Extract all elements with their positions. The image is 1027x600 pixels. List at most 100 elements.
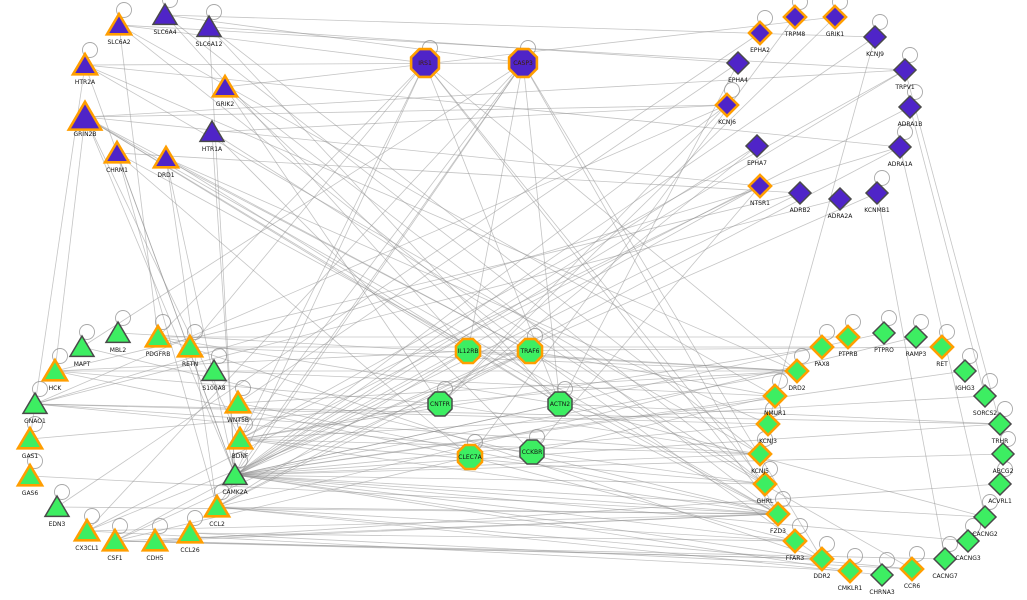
edge xyxy=(208,26,561,405)
node-label: CACNG3 xyxy=(955,555,981,562)
edge xyxy=(154,483,1001,542)
self-loop xyxy=(52,348,68,364)
node-adra2a[interactable] xyxy=(827,186,853,212)
self-loop xyxy=(942,536,958,552)
node-ptpro[interactable] xyxy=(871,320,897,346)
node-cdh5[interactable] xyxy=(140,527,170,552)
node-epha7[interactable] xyxy=(744,133,770,159)
edge xyxy=(234,423,769,476)
node-grik2[interactable] xyxy=(210,73,240,98)
node-gas6[interactable] xyxy=(15,462,45,487)
node-cacng2[interactable] xyxy=(972,504,998,530)
node-ffar3[interactable] xyxy=(782,528,808,554)
node-kcnj9[interactable] xyxy=(862,24,888,50)
node-kcnmb1[interactable] xyxy=(864,180,890,206)
node-csf1[interactable] xyxy=(100,527,130,552)
node-ddr2[interactable] xyxy=(809,546,835,572)
edge xyxy=(213,370,776,397)
node-drd1[interactable] xyxy=(151,144,181,169)
node-sorcs2[interactable] xyxy=(972,383,998,409)
node-slc6a12[interactable] xyxy=(195,14,223,38)
edge xyxy=(86,106,911,532)
node-pax8[interactable] xyxy=(809,334,835,360)
node-ghrl[interactable] xyxy=(752,471,778,497)
node-irs1[interactable] xyxy=(409,47,441,79)
node-ramp3[interactable] xyxy=(903,324,929,350)
node-casp3[interactable] xyxy=(507,47,539,79)
node-trpm8[interactable] xyxy=(782,4,808,30)
node-s100a8[interactable] xyxy=(200,358,228,382)
node-trhr[interactable] xyxy=(987,411,1013,437)
self-loop xyxy=(84,508,100,524)
node-acvrl1[interactable] xyxy=(987,471,1013,497)
edge xyxy=(234,474,796,542)
node-fzd3[interactable] xyxy=(765,501,791,527)
self-loop xyxy=(902,47,918,63)
node-pdgfrb[interactable] xyxy=(143,323,173,348)
node-traf6[interactable] xyxy=(516,337,544,365)
node-grik1[interactable] xyxy=(822,4,848,30)
node-epha4[interactable] xyxy=(725,50,751,76)
edge xyxy=(211,131,766,485)
node-kcnj6[interactable] xyxy=(714,92,740,118)
node-wnt5b[interactable] xyxy=(223,389,253,414)
node-htr1a[interactable] xyxy=(198,119,226,143)
edge xyxy=(114,540,946,560)
node-ccl26[interactable] xyxy=(175,519,205,544)
node-epha2[interactable] xyxy=(747,20,773,46)
node-grin2b[interactable] xyxy=(66,99,104,131)
self-loop xyxy=(897,124,913,140)
node-label: SORCS2 xyxy=(973,410,997,417)
node-mapt[interactable] xyxy=(68,334,96,358)
node-label: EDN3 xyxy=(49,521,66,528)
self-loop xyxy=(82,42,98,58)
node-cx3cl1[interactable] xyxy=(72,517,102,542)
node-slc6a2[interactable] xyxy=(104,11,134,36)
node-adrb2[interactable] xyxy=(787,180,813,206)
node-mbl2[interactable] xyxy=(104,320,132,344)
node-chrna3[interactable] xyxy=(869,562,895,588)
node-label: DRD2 xyxy=(788,385,805,392)
self-loop xyxy=(152,518,168,534)
node-trpv1[interactable] xyxy=(892,57,918,83)
node-htr2a[interactable] xyxy=(70,51,100,76)
node-label: GAS1 xyxy=(22,453,39,460)
node-ighg3[interactable] xyxy=(952,358,978,384)
node-label: CDH5 xyxy=(146,555,163,562)
node-cmklr1[interactable] xyxy=(837,558,863,584)
node-gas1[interactable] xyxy=(15,425,45,450)
node-ntsr1[interactable] xyxy=(747,173,773,199)
node-camk2a[interactable] xyxy=(221,462,249,486)
node-clec7a[interactable] xyxy=(456,443,484,471)
node-retn[interactable] xyxy=(175,333,205,358)
node-chrm1[interactable] xyxy=(102,139,132,164)
edge xyxy=(54,350,469,372)
node-ccr6[interactable] xyxy=(899,556,925,582)
node-cacng7[interactable] xyxy=(932,546,958,572)
node-bdnf[interactable] xyxy=(225,425,255,450)
node-cckbr[interactable] xyxy=(519,439,545,465)
edge xyxy=(165,157,769,425)
node-ret[interactable] xyxy=(929,334,955,360)
edge xyxy=(216,336,917,508)
node-kcnj3[interactable] xyxy=(755,411,781,437)
node-abcg2[interactable] xyxy=(990,441,1016,467)
node-drd2[interactable] xyxy=(784,358,810,384)
node-hck[interactable] xyxy=(40,357,70,382)
node-nmur1[interactable] xyxy=(762,383,788,409)
node-cntfr[interactable] xyxy=(427,391,453,417)
self-loop xyxy=(962,348,978,364)
edge xyxy=(84,64,761,455)
node-gnao1[interactable] xyxy=(21,391,49,415)
node-adra1b[interactable] xyxy=(897,94,923,120)
node-ptprb[interactable] xyxy=(835,324,861,350)
node-il12rb[interactable] xyxy=(454,337,482,365)
node-slc6a4[interactable] xyxy=(151,2,179,26)
node-actn2[interactable] xyxy=(547,391,573,417)
node-kcnj5[interactable] xyxy=(747,441,773,467)
node-cacng3[interactable] xyxy=(955,528,981,554)
node-edn3[interactable] xyxy=(43,494,71,518)
node-ccl2[interactable] xyxy=(202,493,232,518)
node-adra1a[interactable] xyxy=(887,134,913,160)
